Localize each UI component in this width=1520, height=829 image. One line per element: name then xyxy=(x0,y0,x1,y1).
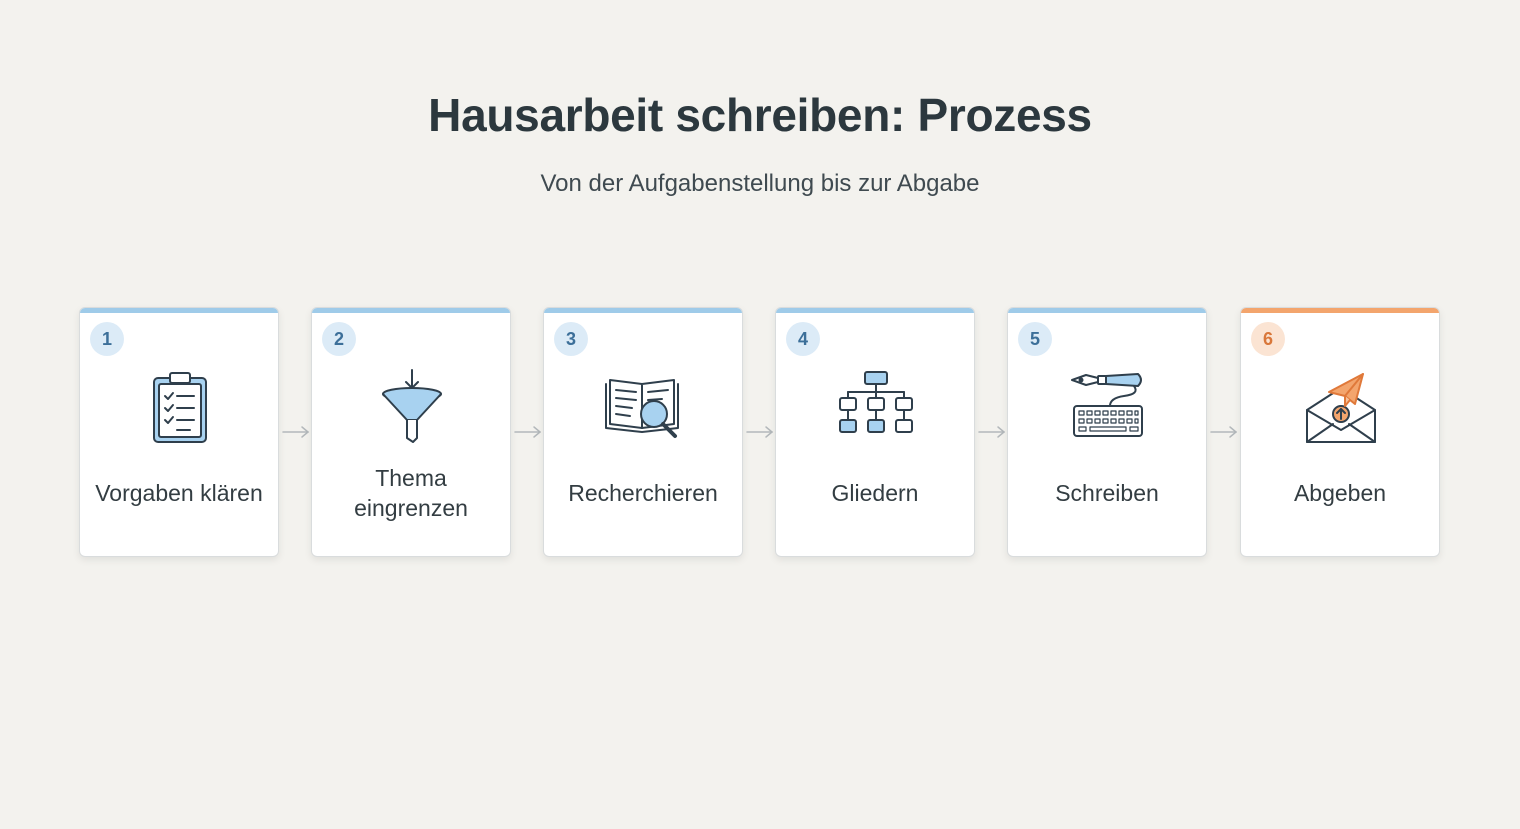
step-card-2: 2 Thema eingrenzen xyxy=(311,307,511,557)
arrow-right-icon xyxy=(978,426,1006,438)
funnel-icon xyxy=(382,369,442,443)
clipboard-checklist-icon xyxy=(153,372,207,443)
step-number-badge: 1 xyxy=(90,322,124,356)
card-accent-bar xyxy=(1008,308,1206,313)
diagram-title: Hausarbeit schreiben: Prozess xyxy=(428,89,1092,141)
card-accent-bar xyxy=(776,308,974,313)
step-number-badge: 6 xyxy=(1251,322,1285,356)
arrow-right-icon xyxy=(282,426,310,438)
book-magnifier-icon xyxy=(605,379,679,438)
step-label: Abgeben xyxy=(1293,480,1387,506)
step-label: Thema eingrenzen xyxy=(354,465,468,521)
step-label: Vorgaben klären xyxy=(95,480,263,506)
step-number-badge: 4 xyxy=(786,322,820,356)
step-card-4: 4 Gliedern xyxy=(775,307,975,557)
step-number-badge: 2 xyxy=(322,322,356,356)
step-card-1: 1 Vorgaben klären xyxy=(79,307,279,557)
diagram-subtitle: Von der Aufgabenstellung bis zur Abgabe xyxy=(540,170,980,197)
card-accent-bar xyxy=(544,308,742,313)
step-card-5: 5 Schreiben xyxy=(1007,307,1207,557)
step-label: Schreiben xyxy=(1055,480,1159,506)
card-accent-bar xyxy=(1241,308,1439,313)
arrow-right-icon xyxy=(746,426,774,438)
step-card-3: 3 Recherchieren xyxy=(543,307,743,557)
card-accent-bar xyxy=(312,308,510,313)
hierarchy-icon xyxy=(839,371,913,433)
step-label: Recherchieren xyxy=(568,480,718,506)
card-accent-bar xyxy=(80,308,278,313)
arrow-right-icon xyxy=(514,426,542,438)
step-number-badge: 5 xyxy=(1018,322,1052,356)
step-number-badge: 3 xyxy=(554,322,588,356)
pen-keyboard-icon xyxy=(1071,373,1143,437)
envelope-paper-plane-icon xyxy=(1306,373,1376,443)
step-card-6: 6 Abgeben xyxy=(1240,307,1440,557)
arrow-right-icon xyxy=(1210,426,1238,438)
step-label: Gliedern xyxy=(831,480,919,506)
